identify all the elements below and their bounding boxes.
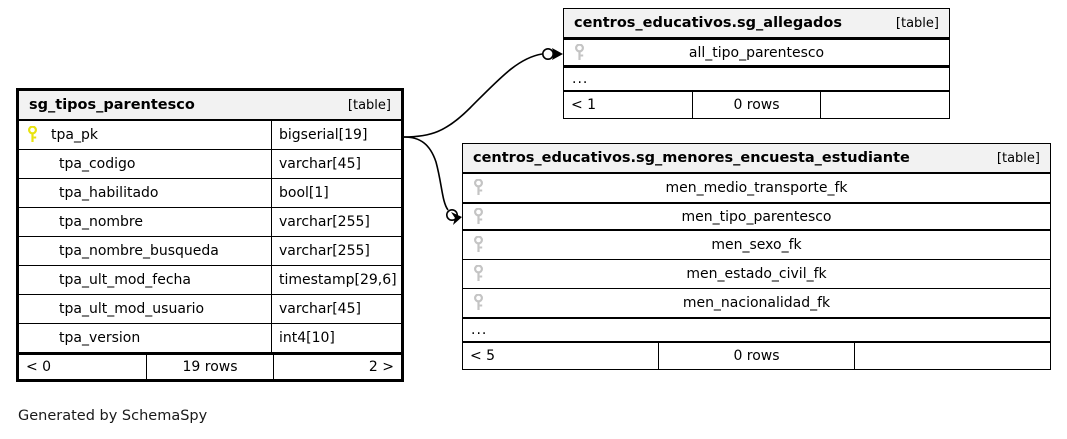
column-type: int4[10] — [279, 330, 335, 346]
column-type: bigserial[19] — [279, 127, 368, 143]
foreign-key-icon — [572, 40, 586, 65]
table-sg-allegados[interactable]: centros_educativos.sg_allegados [table] … — [563, 8, 950, 119]
column-name: men_medio_transporte_fk — [665, 180, 848, 196]
table-row[interactable]: tpa_habilitado bool[1] — [19, 179, 401, 208]
table-kind-label: [table] — [996, 150, 1040, 166]
foreign-key-icon — [471, 204, 485, 229]
column-name-cell: tpa_ult_mod_fecha — [19, 266, 272, 294]
column-name: tpa_ult_mod_fecha — [59, 272, 191, 288]
column-name: men_estado_civil_fk — [686, 266, 827, 282]
table-row[interactable]: tpa_nombre_busqueda varchar[255] — [19, 237, 401, 266]
footer-row-count: 19 rows — [147, 355, 275, 379]
column-name: tpa_codigo — [59, 156, 136, 172]
primary-key-icon — [25, 121, 39, 149]
table-title: sg_tipos_parentesco — [29, 97, 195, 113]
column-name: tpa_nombre_busqueda — [59, 243, 219, 259]
crows-foot-marker — [451, 212, 462, 225]
table-row[interactable]: men_sexo_fk — [463, 231, 1050, 260]
table-sg-menores-encuesta-estudiante[interactable]: centros_educativos.sg_menores_encuesta_e… — [462, 143, 1051, 370]
column-name: men_tipo_parentesco — [681, 208, 832, 225]
generated-by-caption: Generated by SchemaSpy — [18, 408, 208, 424]
table-header: sg_tipos_parentesco [table] — [19, 91, 401, 121]
column-name: men_sexo_fk — [711, 237, 802, 253]
column-type: timestamp[29,6] — [279, 272, 397, 288]
table-row[interactable]: men_medio_transporte_fk — [463, 174, 1050, 203]
column-name-cell: tpa_version — [19, 324, 272, 352]
column-name: tpa_version — [59, 330, 141, 346]
column-name-cell: tpa_ult_mod_usuario — [19, 295, 272, 323]
column-name-cell: tpa_codigo — [19, 150, 272, 178]
column-type: varchar[255] — [279, 243, 370, 259]
zero-or-one-marker — [541, 47, 554, 60]
zero-or-one-marker — [445, 209, 458, 222]
table-kind-label: [table] — [895, 15, 939, 31]
column-name: tpa_habilitado — [59, 185, 159, 201]
table-kind-label: [table] — [347, 97, 391, 113]
table-row[interactable]: tpa_ult_mod_fecha timestamp[29,6] — [19, 266, 401, 295]
column-name-cell: tpa_pk — [19, 121, 272, 149]
table-footer: < 0 19 rows 2 > — [19, 353, 401, 379]
table-row[interactable]: tpa_ult_mod_usuario varchar[45] — [19, 295, 401, 324]
crows-foot-marker — [552, 48, 563, 60]
footer-row-count: 0 rows — [693, 92, 822, 118]
column-name: all_tipo_parentesco — [688, 44, 825, 61]
table-row[interactable]: men_nacionalidad_fk — [463, 289, 1050, 318]
column-name: tpa_nombre — [59, 214, 143, 230]
foreign-key-icon — [471, 260, 485, 288]
table-row[interactable]: tpa_version int4[10] — [19, 324, 401, 353]
footer-row-count: 0 rows — [659, 343, 855, 369]
column-type: varchar[45] — [279, 301, 361, 317]
table-footer: < 5 0 rows — [463, 343, 1050, 369]
table-row[interactable]: all_tipo_parentesco — [564, 38, 949, 67]
column-type: bool[1] — [279, 185, 329, 201]
column-name: tpa_pk — [51, 127, 98, 143]
table-row[interactable]: tpa_pk bigserial[19] — [19, 121, 401, 150]
column-name: men_nacionalidad_fk — [682, 295, 831, 311]
table-title: centros_educativos.sg_allegados — [574, 15, 843, 31]
footer-next-count[interactable]: 2 > — [368, 359, 395, 375]
foreign-key-icon — [471, 231, 485, 259]
column-name-cell: tpa_habilitado — [19, 179, 272, 207]
column-type: varchar[255] — [279, 214, 370, 230]
column-name: tpa_ult_mod_usuario — [59, 301, 205, 317]
footer-next-count[interactable] — [821, 92, 949, 118]
table-header: centros_educativos.sg_menores_encuesta_e… — [463, 144, 1050, 174]
column-name-cell: tpa_nombre — [19, 208, 272, 236]
footer-prev-count[interactable]: < 0 — [19, 355, 147, 379]
table-row[interactable]: men_estado_civil_fk — [463, 260, 1050, 289]
more-columns-indicator: ... — [564, 67, 949, 92]
table-row[interactable]: men_tipo_parentesco — [463, 202, 1050, 231]
table-header: centros_educativos.sg_allegados [table] — [564, 9, 949, 39]
more-columns-indicator: ... — [463, 318, 1050, 343]
table-row[interactable]: tpa_nombre varchar[255] — [19, 208, 401, 237]
table-footer: < 1 0 rows — [564, 92, 949, 118]
column-name-cell: tpa_nombre_busqueda — [19, 237, 272, 265]
column-type: varchar[45] — [279, 156, 361, 172]
relationship-tpa_pk-to-all_tipo_parentesco — [403, 47, 563, 138]
table-title: centros_educativos.sg_menores_encuesta_e… — [473, 150, 910, 166]
foreign-key-icon — [471, 174, 485, 202]
relationship-tpa_pk-to-men_tipo_parentesco — [403, 136, 462, 225]
foreign-key-icon — [471, 289, 485, 317]
table-sg-tipos-parentesco[interactable]: sg_tipos_parentesco [table] tpa_pk bigse… — [16, 88, 404, 382]
footer-prev-count[interactable]: < 5 — [463, 343, 659, 369]
footer-next-count[interactable] — [855, 343, 1050, 369]
footer-prev-count[interactable]: < 1 — [564, 92, 693, 118]
table-row[interactable]: tpa_codigo varchar[45] — [19, 150, 401, 179]
